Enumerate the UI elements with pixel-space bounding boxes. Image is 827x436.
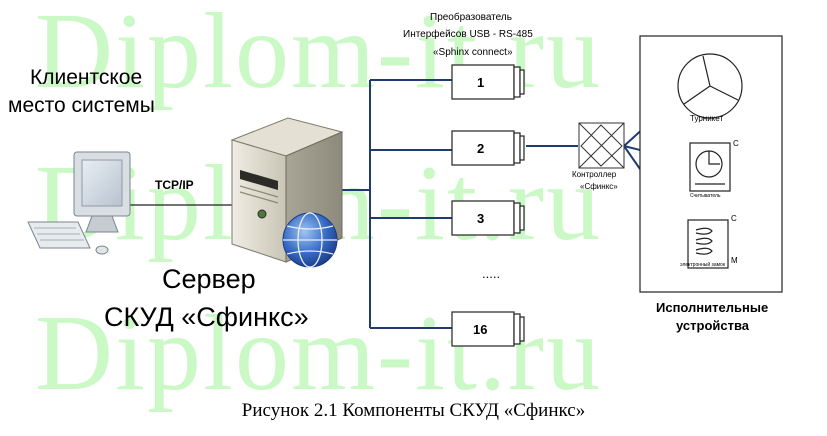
lock-m-label: М	[731, 256, 738, 265]
converter-16	[451, 311, 525, 347]
globe-icon	[282, 212, 338, 268]
exec-devices-line1: Исполнительные	[656, 300, 769, 315]
workstation-icon	[27, 151, 131, 255]
controller-icon	[578, 122, 625, 169]
figure-caption: Рисунок 2.1 Компоненты СКУД «Сфинкс»	[241, 400, 586, 421]
converter-16-number: 16	[473, 322, 488, 337]
converter-2-number: 2	[477, 141, 485, 156]
lock-label: электронный замок	[680, 262, 726, 268]
controller-label-line1: Контроллер	[572, 170, 617, 179]
converter-title-line3: «Sphinx connect»	[433, 47, 513, 58]
reader-icon	[689, 142, 731, 192]
exec-devices-line2: устройства	[676, 318, 750, 333]
turnstile-label: Турникет	[690, 114, 724, 123]
reader-c-label: С	[733, 139, 739, 148]
client-label-line1: Клиентское	[30, 66, 143, 89]
converter-1-number: 1	[477, 75, 485, 90]
converter-ellipsis: .....	[482, 266, 501, 281]
server-label-line1: Сервер	[162, 264, 256, 294]
tcp-ip-label: TCP/IP	[155, 178, 194, 192]
client-label-line2: место системы	[8, 94, 155, 117]
converter-1	[451, 64, 525, 100]
converter-boxes	[451, 64, 525, 347]
controller-label-line2: «Сфинкс»	[580, 182, 618, 191]
reader-label: Считыватель	[690, 193, 721, 199]
lock-icon	[687, 219, 729, 269]
converter-3	[451, 200, 525, 236]
converter-2	[451, 130, 525, 166]
converter-3-number: 3	[477, 211, 485, 226]
lock-c-label: С	[731, 214, 737, 223]
server-label-line2: СКУД «Сфинкс»	[104, 302, 309, 332]
converter-title-line1: Преобразователь	[430, 12, 512, 23]
turnstile-icon	[677, 53, 743, 119]
converter-title-line2: Интерфейсов USB - RS-485	[403, 29, 533, 40]
